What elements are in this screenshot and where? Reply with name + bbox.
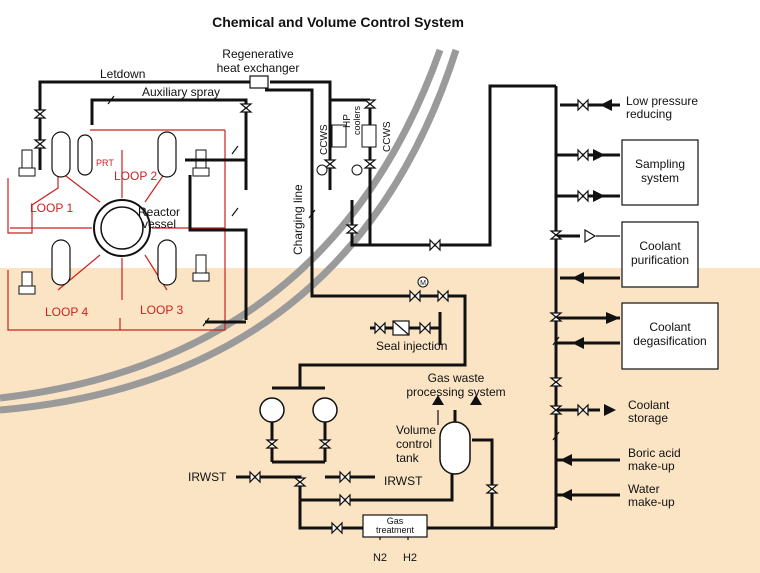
- ccws-left-label: CCWS: [319, 124, 330, 155]
- irwst-left-label: IRWST: [188, 470, 227, 484]
- sampling-label-2: system: [641, 171, 679, 185]
- seal-injection-label: Seal injection: [376, 339, 447, 353]
- loop1-label: LOOP 1: [30, 201, 73, 215]
- steam-generator-1: [51, 131, 71, 178]
- boric-acid-label-2: make-up: [628, 459, 675, 473]
- gas-waste-label-1: Gas waste: [428, 371, 485, 385]
- reactor-label-2: vessel: [142, 217, 176, 231]
- coolant-purification-box: [621, 221, 699, 288]
- coolant-degasification-box: [621, 302, 719, 370]
- steam-generator-2: [157, 131, 177, 178]
- boric-acid-label-1: Boric acid: [628, 446, 681, 460]
- purification-label-1: Coolant: [639, 239, 681, 253]
- motor-operators: M: [316, 164, 429, 288]
- vct-label-3: tank: [396, 451, 420, 465]
- letdown-label: Letdown: [100, 67, 145, 81]
- loop2-label: LOOP 2: [114, 169, 157, 183]
- motor-label: M: [420, 280, 426, 287]
- storage-label-2: storage: [628, 411, 668, 425]
- vct-label-1: Volume: [396, 423, 436, 437]
- regen-heat-exchanger: [249, 75, 269, 89]
- diagram-title: Chemical and Volume Control System: [212, 14, 464, 30]
- charging-pumps: [259, 397, 338, 423]
- sampling-label-1: Sampling: [635, 157, 685, 171]
- loop3-label: LOOP 3: [140, 303, 183, 317]
- hp-coolers-label-1: HP: [342, 114, 353, 128]
- reactor-vessel: [93, 199, 151, 257]
- h2-label: H2: [403, 552, 417, 564]
- degas-label-2: degasification: [633, 334, 706, 348]
- volume-control-tank: [439, 421, 471, 475]
- reactor-label-1: Reactor: [138, 205, 180, 219]
- loop4-label: LOOP 4: [45, 305, 88, 319]
- ccws-right-label: CCWS: [382, 121, 393, 152]
- gas-waste-label-2: processing system: [406, 385, 505, 399]
- gas-treatment-label-2: treatment: [376, 525, 415, 535]
- break-marks: [107, 95, 560, 441]
- prt-label: PRT: [96, 158, 114, 168]
- purification-label-2: purification: [631, 253, 689, 267]
- degas-label-1: Coolant: [649, 320, 691, 334]
- steam-generator-3: [157, 239, 177, 286]
- gas-treatment-label-1: Gas: [387, 516, 404, 526]
- vct-label-2: control: [396, 437, 432, 451]
- regen-hx-label-2: heat exchanger: [217, 61, 300, 75]
- valves: [33, 98, 597, 535]
- low-pressure-label-1: Low pressure: [626, 94, 698, 108]
- pressurizer: [77, 134, 93, 176]
- containment-wall: [0, 48, 460, 414]
- water-label-1: Water: [628, 482, 660, 496]
- regen-hx-label-1: Regenerative: [222, 47, 294, 61]
- gas-treatment-box: [362, 514, 428, 538]
- low-pressure-label-2: reducing: [626, 107, 672, 121]
- aux-spray-label: Auxiliary spray: [142, 85, 220, 99]
- steam-generator-4: [51, 239, 71, 286]
- charging-line-label: Charging line: [291, 184, 305, 255]
- irwst-right-label: IRWST: [384, 474, 423, 488]
- n2-label: N2: [373, 552, 387, 564]
- water-label-2: make-up: [628, 495, 675, 509]
- seal-injection-filter: [392, 320, 410, 336]
- hp-coolers: [331, 124, 377, 148]
- storage-label-1: Coolant: [628, 398, 670, 412]
- sampling-system-box: [621, 139, 699, 206]
- hp-coolers-label-2: coolers: [352, 105, 362, 135]
